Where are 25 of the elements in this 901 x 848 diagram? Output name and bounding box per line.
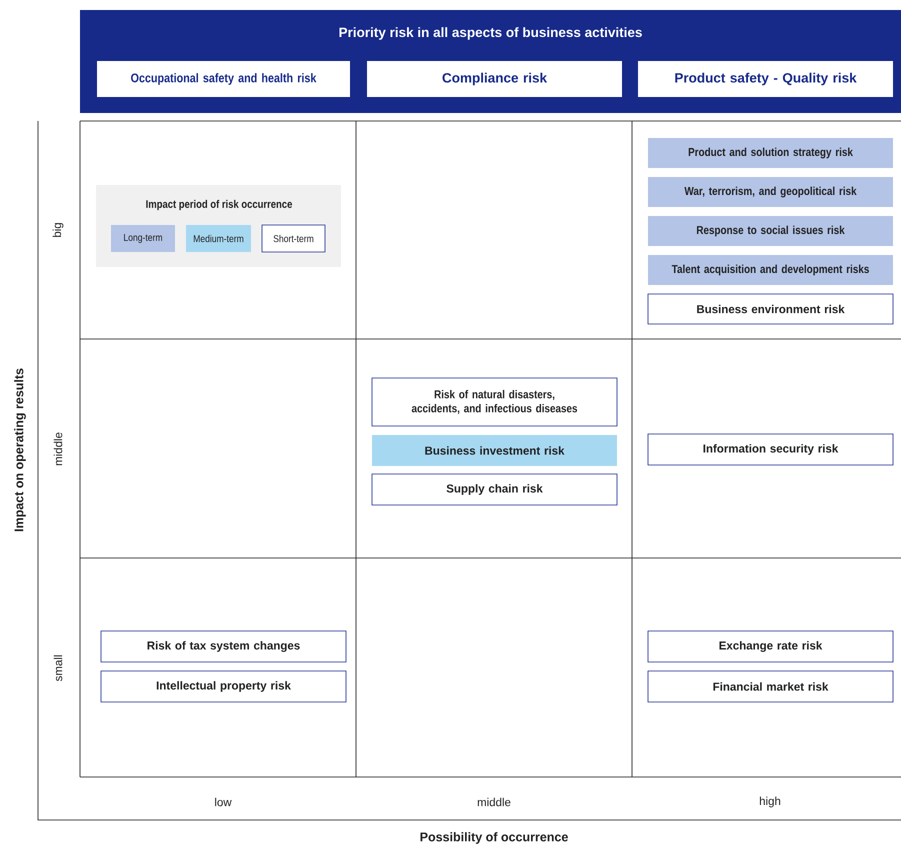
- row-label: small: [54, 655, 62, 682]
- axis-title: Impact on operating results: [14, 368, 26, 532]
- risk-box: War, terrorism, and geopolitical risk: [648, 177, 894, 207]
- risk-box: Risk of natural disasters, accidents, and infectious diseases: [372, 378, 618, 426]
- risk-box: Risk of tax system changes: [100, 630, 346, 662]
- risk-box: Product and solution strategy risk: [648, 138, 894, 168]
- risk-box: Exchange rate risk: [648, 630, 894, 662]
- category-box: Compliance risk: [367, 61, 622, 97]
- legend-title: Impact period of risk occurrence: [146, 200, 292, 210]
- risk-box: Financial market risk: [648, 670, 894, 702]
- risk-box: Information security risk: [648, 434, 894, 466]
- risk-box: Business investment risk: [372, 435, 617, 466]
- risk-box: Response to social issues risk: [648, 216, 894, 246]
- category-box: Occupational safety and health risk: [97, 61, 350, 97]
- column-label: low: [215, 798, 232, 806]
- category-box: Product safety - Quality risk: [638, 61, 894, 97]
- row-label: big: [52, 223, 64, 237]
- risk-box: Business environment risk: [648, 294, 894, 324]
- column-label: high: [760, 796, 780, 808]
- row-label: middle: [54, 432, 62, 466]
- column-label: middle: [478, 798, 510, 806]
- axis-title: Possibility of occurrence: [420, 832, 568, 844]
- risk-box: Talent acquisition and development risks: [648, 255, 894, 285]
- risk-box: Supply chain risk: [372, 474, 618, 506]
- risk-box: Intellectual property risk: [100, 670, 346, 702]
